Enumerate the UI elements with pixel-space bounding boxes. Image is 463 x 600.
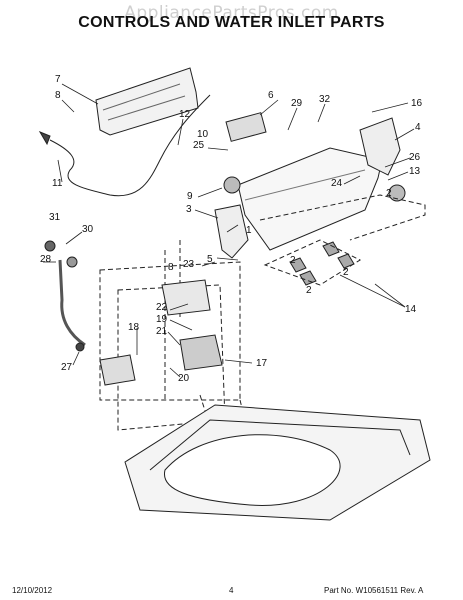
callout-number: 26 [409, 152, 421, 163]
callout-number: 32 [319, 94, 331, 105]
callout-number: 5 [207, 254, 213, 265]
callout-number: 21 [156, 326, 168, 337]
callout-number: 30 [82, 224, 94, 235]
fill-hose [58, 259, 86, 347]
callout-number: 28 [40, 254, 52, 265]
callout-number: 24 [331, 178, 343, 189]
callout-number: 29 [291, 98, 303, 109]
footer-page: 4 [229, 586, 234, 595]
callout-number: 14 [405, 304, 417, 315]
callout-number: 11 [52, 178, 63, 189]
callout-number: 8 [168, 262, 174, 273]
callout-number: 10 [197, 129, 209, 140]
callout-number: 22 [156, 302, 168, 313]
control-board [225, 112, 267, 142]
callout-number: 27 [61, 362, 73, 373]
knob [223, 176, 241, 194]
callout-number: 2 [386, 188, 392, 199]
knob [388, 184, 406, 202]
callout-number: 12 [179, 109, 191, 120]
callout-number: 19 [156, 314, 168, 325]
footer-date: 12/10/2012 [12, 586, 53, 595]
power-cord [49, 94, 211, 197]
callout-number: 3 [186, 204, 192, 215]
page-title: CONTROLS AND WATER INLET PARTS [78, 14, 385, 31]
callout-number: 18 [128, 322, 140, 333]
callout-number: 7 [55, 74, 61, 85]
callout-number: 4 [415, 122, 421, 133]
watermark: AppliancePartsPros.com [124, 3, 339, 23]
control-console [237, 147, 383, 251]
callout-number: 2 [343, 267, 349, 278]
left-end-cap [214, 204, 249, 259]
callout-number: 17 [256, 358, 268, 369]
callout-number: 25 [193, 140, 205, 151]
footer-part-no: Part No. W10561511 Rev. A [324, 586, 424, 595]
callout-number: 9 [187, 191, 193, 202]
callout-number: 20 [178, 373, 190, 384]
callout-number: 1 [246, 225, 252, 236]
callout-number: 23 [183, 259, 195, 270]
callout-number: 6 [268, 90, 274, 101]
callout-number: 8 [55, 90, 61, 101]
end-cap [359, 117, 401, 176]
callout-number: 16 [411, 98, 423, 109]
callout-number: 31 [49, 212, 61, 223]
callout-number: 13 [409, 166, 421, 177]
water-valve [161, 279, 211, 316]
callout-number: 2 [290, 255, 296, 266]
callout-number: 2 [306, 285, 312, 296]
